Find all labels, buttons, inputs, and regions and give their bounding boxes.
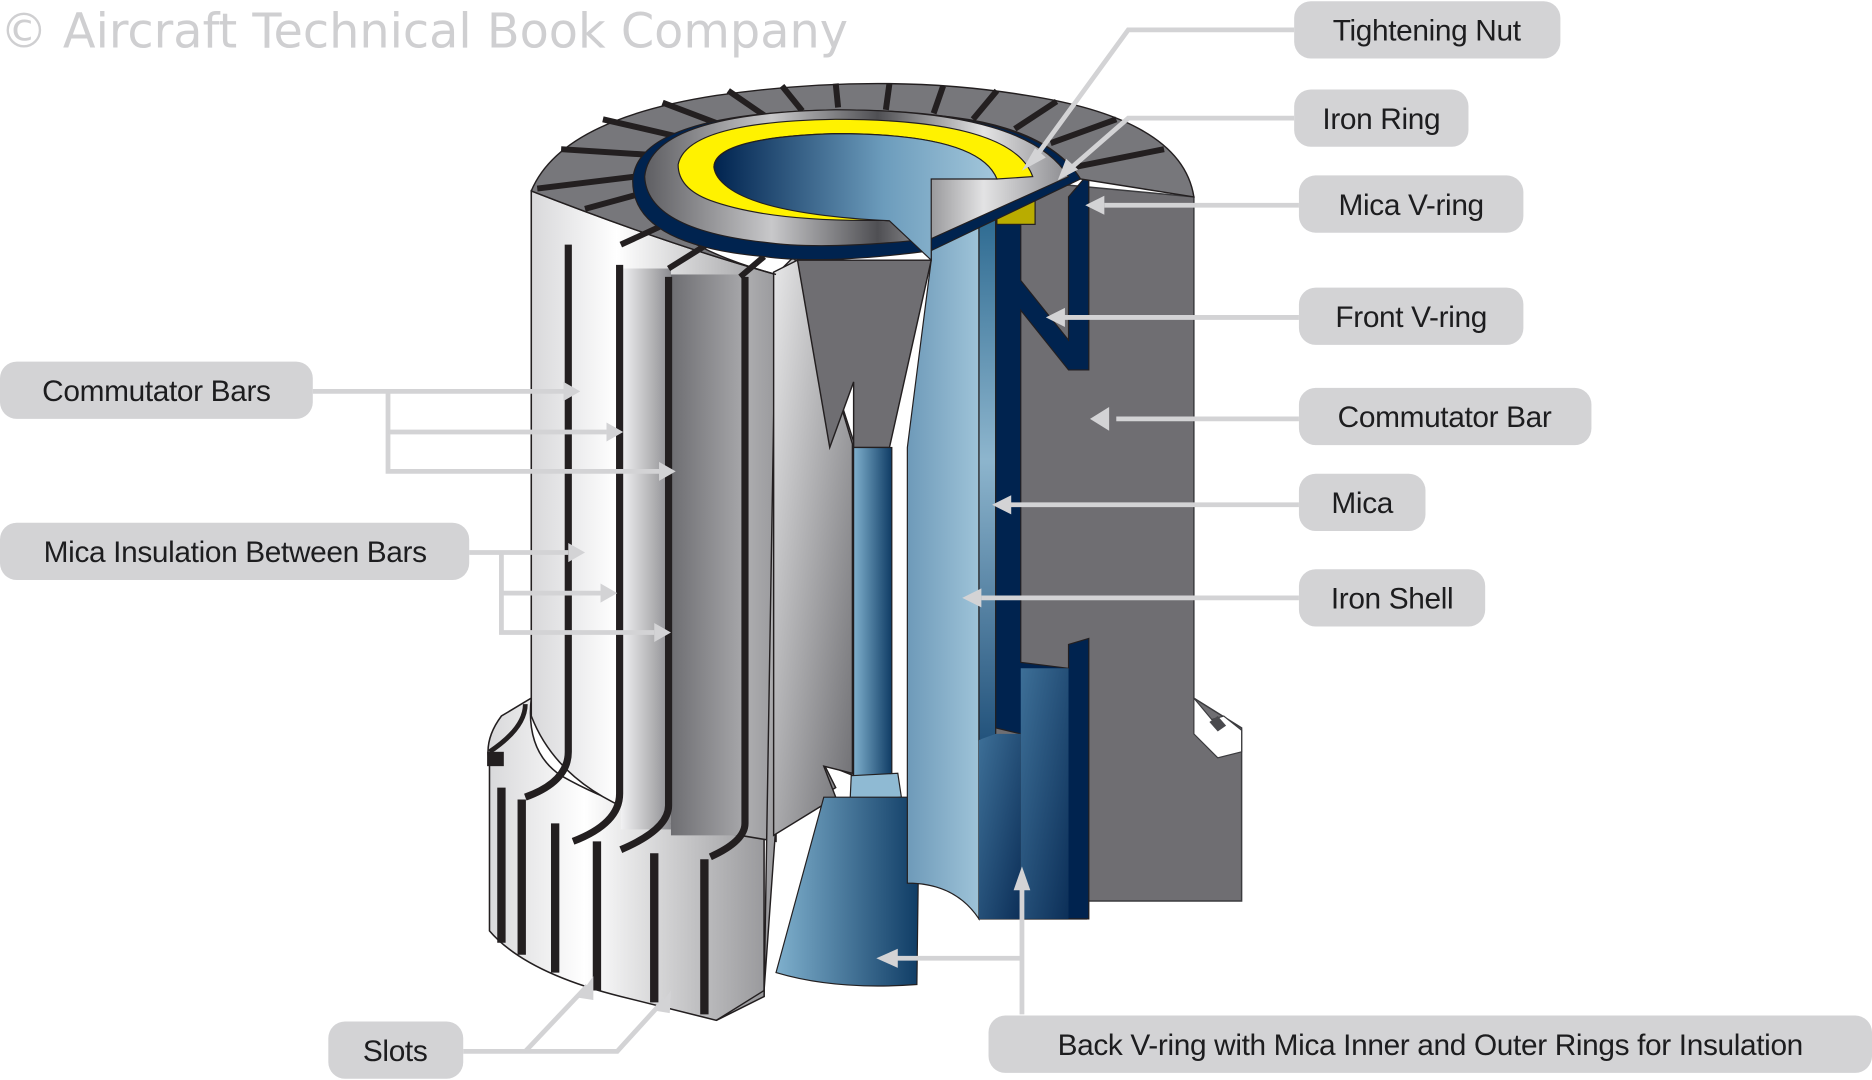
shaft (853, 446, 893, 777)
callout-mica-v-ring: Mica V-ring (1298, 175, 1524, 233)
label-back-v-ring: Back V-ring with Mica Inner and Outer Ri… (1058, 1029, 1803, 1062)
label-iron-ring: Iron Ring (1322, 103, 1440, 136)
mica-insulation-lines (524, 244, 749, 861)
label-front-v-ring: Front V-ring (1335, 301, 1487, 334)
callout-back-v-ring: Back V-ring with Mica Inner and Outer Ri… (988, 1015, 1872, 1073)
callout-commutator-bar: Commutator Bar (1298, 387, 1592, 446)
callout-front-v-ring: Front V-ring (1298, 287, 1524, 345)
commutator-illustration (487, 82, 1243, 1022)
callout-commutator-bars: Commutator Bars (0, 361, 313, 419)
label-slots: Slots (363, 1035, 428, 1068)
label-tightening-nut: Tightening Nut (1333, 15, 1522, 48)
callout-tightening-nut: Tightening Nut (1294, 1, 1561, 59)
callout-slots: Slots (328, 1021, 464, 1079)
label-mica-insulation-between-bars: Mica Insulation Between Bars (44, 536, 427, 569)
callout-mica: Mica (1298, 473, 1426, 532)
iron-shell (906, 178, 980, 921)
leader-lines (312, 27, 1299, 1054)
label-iron-shell: Iron Shell (1331, 583, 1453, 616)
label-mica-v-ring: Mica V-ring (1339, 189, 1484, 222)
label-commutator-bars: Commutator Bars (42, 375, 270, 408)
callout-iron-shell: Iron Shell (1298, 569, 1486, 627)
label-commutator-bar: Commutator Bar (1338, 401, 1552, 434)
callout-iron-ring: Iron Ring (1294, 89, 1469, 147)
bore-opening (713, 133, 998, 262)
back-v-ring-cone (775, 796, 920, 987)
callout-mica-insulation: Mica Insulation Between Bars (0, 522, 470, 580)
label-mica: Mica (1331, 487, 1393, 520)
copyright-text: © Aircraft Technical Book Company (0, 5, 848, 60)
